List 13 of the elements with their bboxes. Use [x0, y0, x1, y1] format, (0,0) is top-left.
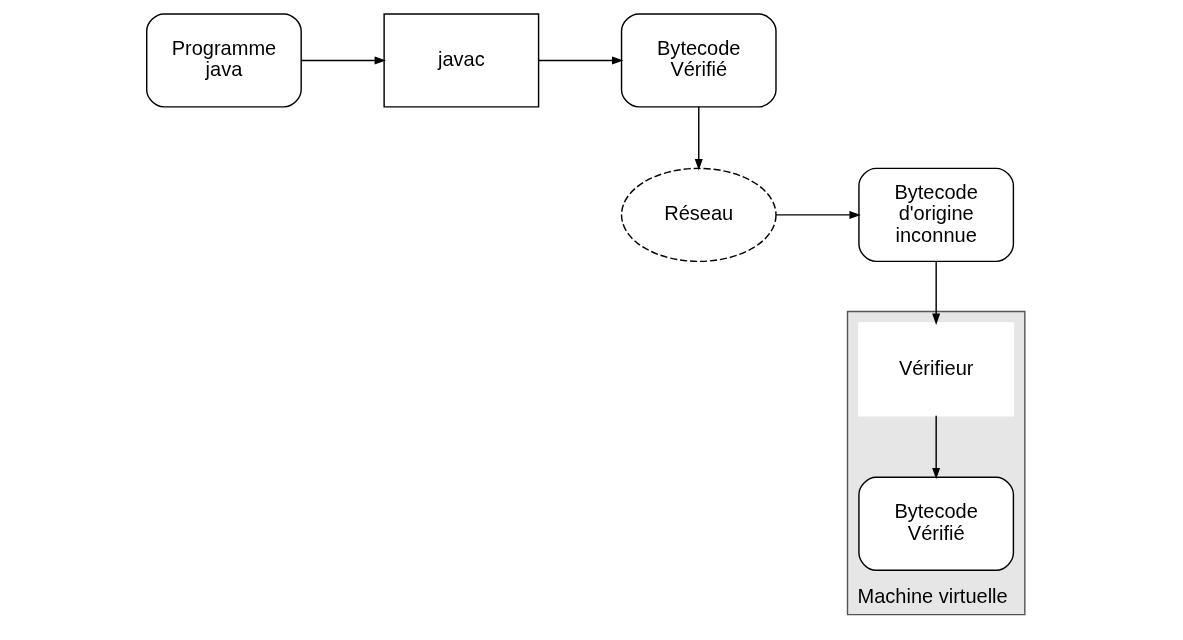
node-box: javac — [383, 13, 540, 108]
arrow — [300, 56, 387, 65]
arrow — [932, 415, 941, 480]
arrow — [932, 260, 941, 325]
arrow — [775, 210, 861, 219]
arrow — [538, 56, 624, 65]
node-ellipse: Réseau — [620, 167, 777, 263]
node-box: Vérifieur — [858, 322, 1015, 417]
arrow — [694, 106, 703, 171]
node-box: Bytecode d'origine inconnue — [858, 167, 1015, 263]
node-box: Bytecode Vérifié — [858, 476, 1015, 571]
node-box: Bytecode Vérifié — [620, 13, 777, 108]
node-box: Programme java — [146, 13, 302, 108]
